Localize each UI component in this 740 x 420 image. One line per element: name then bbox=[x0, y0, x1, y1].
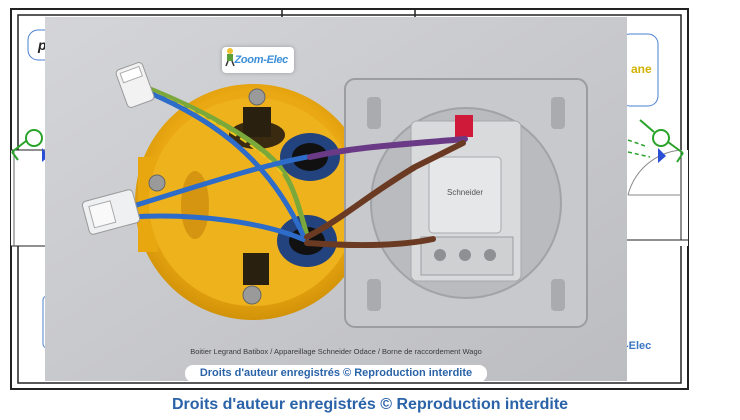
plan-partial-label-bottom: -Elec bbox=[625, 340, 652, 352]
switch-mechanism: Schneider bbox=[344, 78, 588, 328]
floor-plan-drawing: p bbox=[10, 8, 689, 390]
electrician-icon bbox=[225, 48, 235, 67]
wago-connector-top bbox=[115, 62, 155, 108]
logo-text: Zoom-Elec bbox=[234, 54, 288, 66]
plan-partial-label-left: p bbox=[37, 37, 47, 53]
plan-partial-label-right: ane bbox=[631, 62, 652, 76]
footer-copyright: Droits d'auteur enregistrés © Reproducti… bbox=[171, 396, 569, 413]
svg-text:Schneider: Schneider bbox=[447, 188, 483, 197]
wires bbox=[127, 84, 468, 249]
junction-box bbox=[135, 84, 371, 320]
wago-connector-left bbox=[81, 189, 141, 235]
photo-caption: Boitier Legrand Batibox / Appareillage S… bbox=[190, 347, 482, 356]
wiring-photo: Schneider Zoom-Elec bbox=[45, 17, 627, 381]
zoom-elec-logo: Zoom-Elec bbox=[222, 47, 294, 73]
photo-copyright-overlay: Droits d'auteur enregistrés © Reproducti… bbox=[185, 365, 487, 381]
